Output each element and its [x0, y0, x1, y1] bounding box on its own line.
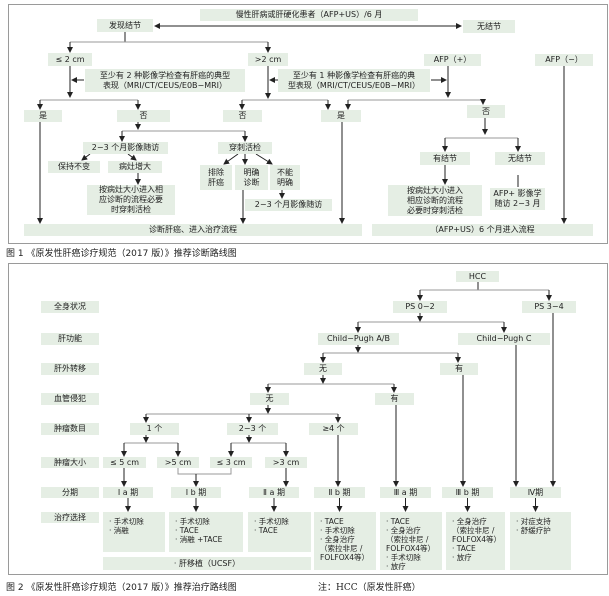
connector [127, 153, 137, 161]
node-metastasis-yes: 有 [440, 363, 478, 375]
node-unclear: 不能 明确 [270, 165, 300, 190]
node-no-1: 否 [117, 110, 170, 122]
node-child-pugh-ab: Child−Pugh A/B [318, 333, 399, 345]
row-label-general: 全身状况 [41, 301, 99, 313]
connector [81, 153, 91, 161]
node-gt2cm: >2 cm [248, 53, 288, 66]
node-hcc: HCC [456, 271, 499, 282]
connector [223, 153, 239, 165]
node-biopsy: 穿刺活检 [218, 142, 272, 154]
node-diagnose-hcc: 诊断肝癌、进入治疗流程 [24, 224, 362, 236]
node-size-gt3: >3 cm [265, 457, 307, 468]
node-afp-followup: AFP+ 影像学 随访 2−3 月 [490, 188, 545, 210]
node-by-size-1: 按病灶大小进入相 应诊断的流程必要 时穿刺活检 [87, 185, 175, 215]
row-label-vascular: 血管侵犯 [41, 393, 99, 405]
node-liver-transplant: · 肝移植（UCSF） [103, 557, 311, 570]
row-label-liver-function: 肝功能 [41, 333, 99, 345]
row-label-metastasis: 肝外转移 [41, 363, 99, 375]
node-count-2-3: 2−3 个 [227, 423, 278, 435]
node-by-size-2: 按病灶大小进入 相应诊断的流程 必要时穿刺活检 [388, 185, 482, 216]
row-label-stage: 分期 [41, 487, 99, 498]
connector [177, 468, 232, 475]
node-size-le3: ≤ 3 cm [210, 457, 252, 468]
node-afp-positive: AFP（+） [424, 54, 481, 66]
node-metastasis-no: 无 [304, 363, 342, 375]
node-no-3: 否 [467, 105, 505, 118]
node-yes-1: 是 [24, 110, 62, 122]
node-followup-1: 2−3 个月影像随访 [83, 142, 168, 154]
node-size-le5: ≤ 5 cm [103, 457, 146, 468]
treatment-iiib: · 全身治疗 （索拉非尼 / FOLFOX4等） · TACE · 放疗 [446, 512, 505, 570]
node-has-nodule: 有结节 [420, 152, 470, 165]
node-vascular-yes: 有 [375, 393, 414, 405]
stage-iia: Ⅱ a 期 [249, 487, 299, 498]
row-label-tumor-count: 肿瘤数目 [41, 423, 99, 435]
node-size-gt5: >5 cm [157, 457, 199, 468]
node-ps-0-2: PS 0−2 [393, 301, 447, 313]
node-followup-2: 2−3 个月影像随访 [245, 199, 332, 211]
node-vascular-no: 无 [250, 393, 289, 405]
stage-iib: Ⅱ b 期 [314, 487, 365, 498]
node-enlarge: 病灶增大 [108, 161, 162, 173]
node-count-1: 1 个 [130, 423, 179, 435]
stage-ia: Ⅰ a 期 [103, 487, 153, 498]
node-stable: 保持不变 [48, 161, 100, 173]
stage-iiia: Ⅲ a 期 [380, 487, 431, 498]
criteria-two-imaging: 至少有 2 种影像学检查有肝癌的典型 表现（MRI/CT/CEUS/E0B−MR… [85, 69, 245, 92]
treatment-ib: · 手术切除 · TACE · 消融 +TACE [169, 512, 243, 552]
node-no-2: 否 [223, 110, 262, 122]
node-exclude-hcc: 排除 肝癌 [200, 165, 232, 190]
top-box-patients: 慢性肝病或肝硬化患者（AFP+US）/6 月 [200, 9, 418, 21]
criteria-one-imaging: 至少有 1 种影像学检查有肝癌的典 型表现（MRI/CT/CEUS/E0B−MR… [278, 69, 430, 92]
node-yes-2: 是 [321, 110, 361, 122]
node-le2cm: ≤ 2 cm [48, 53, 92, 66]
stage-iv: Ⅳ期 [510, 487, 561, 498]
node-afp-negative: AFP（−） [535, 54, 593, 66]
node-found-nodule: 发现结节 [97, 19, 153, 32]
treatment-iiia: · TACE · 全身治疗 （索拉非尼 / FOLFOX4等） · 手术切除 ·… [380, 512, 442, 571]
figure1-caption: 图 1 《原发性肝癌诊疗规范（2017 版）》推荐诊断路线图 [6, 249, 237, 259]
node-confirmed: 明确 诊断 [235, 165, 268, 190]
node-no-nodule: 无结节 [463, 20, 515, 33]
treatment-iib: · TACE · 手术切除 · 全身治疗 （索拉非尼 / FOLFOX4等） [314, 512, 376, 570]
figure2-caption: 图 2 《原发性肝癌诊疗规范（2017 版）》推荐治疗路线图 [6, 583, 237, 593]
node-afp-us-6m: （AFP+US）6 个月进入流程 [372, 224, 593, 236]
node-ps-3-4: PS 3−4 [522, 301, 576, 313]
stage-ib: Ⅰ b 期 [171, 487, 221, 498]
connector [255, 153, 273, 165]
figure2-note: 注：HCC（原发性肝癌） [318, 583, 421, 593]
node-child-pugh-c: Child−Pugh C [458, 333, 550, 345]
row-label-treatment: 治疗选择 [41, 512, 99, 523]
stage-iiib: Ⅲ b 期 [442, 487, 493, 498]
node-count-4plus: ≥4 个 [309, 423, 358, 435]
treatment-iv: · 对症支持 · 舒缓疗护 [510, 512, 571, 570]
treatment-iia: · 手术切除 · TACE [248, 512, 311, 552]
row-label-tumor-size: 肿瘤大小 [41, 457, 99, 468]
node-no-nodule-2: 无结节 [495, 152, 545, 165]
treatment-ia: · 手术切除 · 消融 [103, 512, 165, 552]
